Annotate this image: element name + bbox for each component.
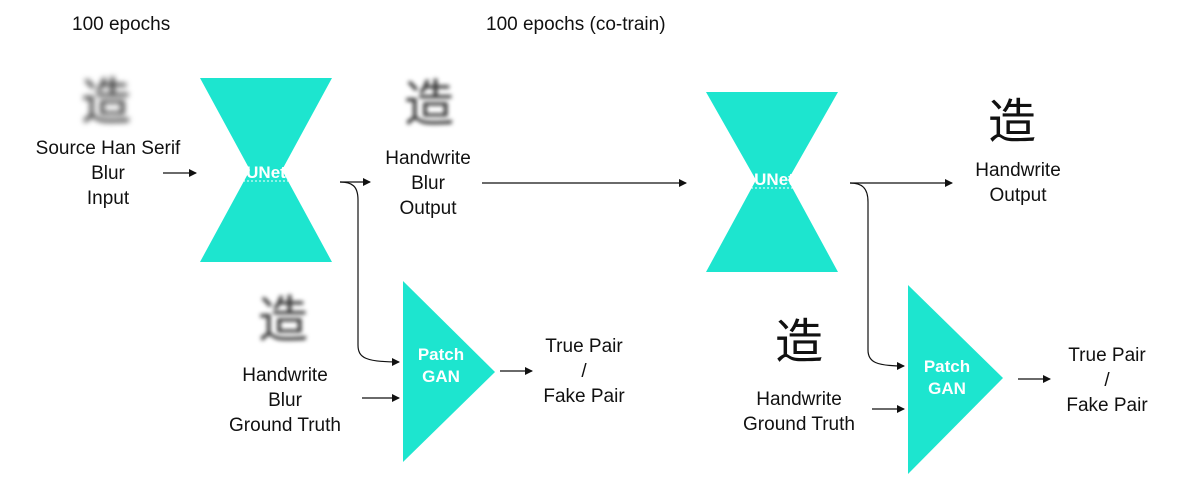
patchgan-label-line1-stage2: Patch [924, 357, 970, 376]
unet-block-stage1: UNet [200, 78, 332, 262]
patchgan-label-line2-stage1: GAN [422, 367, 460, 386]
stage2-header: 100 epochs (co-train) [486, 14, 666, 35]
stage1-result-label: True Pair / Fake Pair [543, 336, 625, 407]
stage1-header: 100 epochs [72, 14, 171, 35]
handwrite-gt-label: Handwrite Ground Truth [743, 389, 855, 435]
arrow-unet-to-patchgan [339, 181, 400, 366]
patchgan-block-stage2: Patch GAN [908, 285, 1003, 474]
handwrite-gt-glyph: 造 [774, 314, 824, 370]
unet-label-stage2: UNet [754, 170, 794, 189]
source-blur-glyph: 造 [81, 73, 131, 131]
blur-output-label: Handwrite Blur Output [385, 148, 471, 219]
patchgan-label-line1-stage1: Patch [418, 345, 464, 364]
handwrite-blur-output-glyph: 造 [404, 75, 454, 133]
patchgan-label-line2-stage2: GAN [928, 379, 966, 398]
stage2-result-label: True Pair / Fake Pair [1066, 345, 1148, 416]
patchgan-block-stage1: Patch GAN [403, 281, 495, 462]
handwrite-output-label: Handwrite Output [975, 160, 1061, 206]
handwrite-output-glyph: 造 [987, 94, 1037, 150]
source-input-label: Source Han Serif Blur Input [35, 138, 181, 209]
arrow-unet2-to-patchgan [849, 182, 905, 370]
handwrite-blur-gt-glyph: 造 [258, 291, 308, 349]
blur-gt-label: Handwrite Blur Ground Truth [229, 365, 341, 436]
unet-block-stage2: UNet [706, 92, 838, 272]
unet-label-stage1: UNet [246, 163, 286, 182]
